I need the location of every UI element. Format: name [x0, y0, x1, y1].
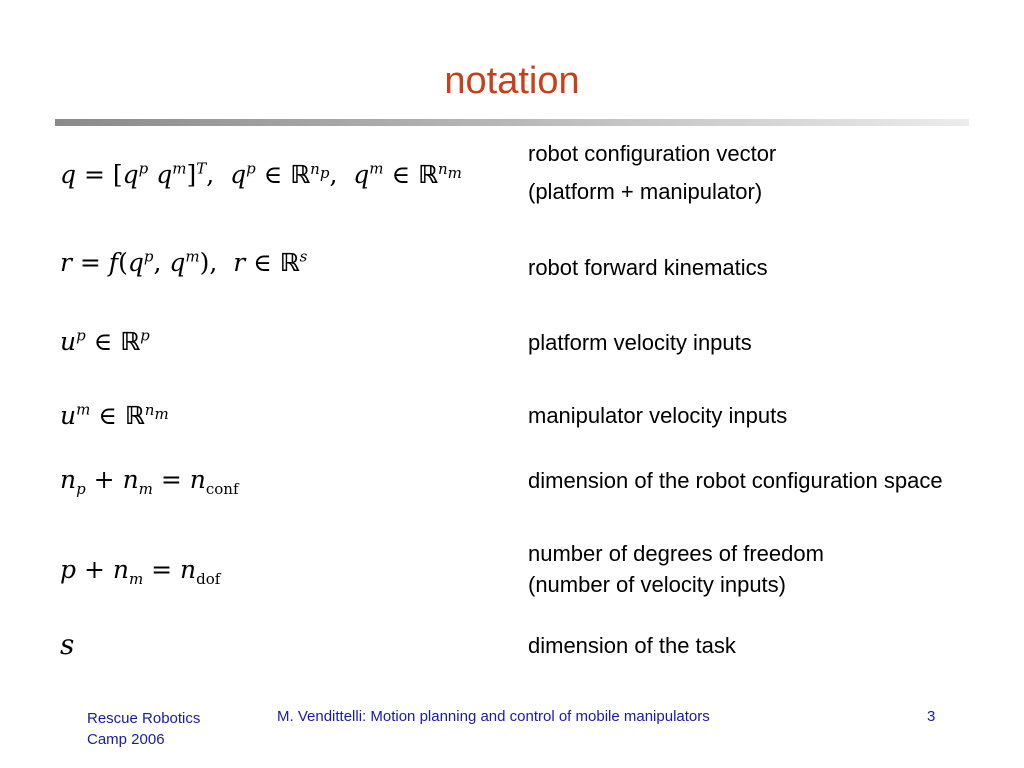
formula-platform-velocity: up ∈ ℝp	[60, 326, 150, 356]
description-platform-velocity: platform velocity inputs	[528, 327, 752, 358]
description-line: robot forward kinematics	[528, 255, 768, 280]
footer-event-line2: Camp 2006	[87, 731, 165, 748]
description-line: robot configuration vector	[528, 141, 777, 166]
footer-author-title: M. Vendittelli: Motion planning and cont…	[277, 708, 710, 725]
description-forward-kinematics: robot forward kinematics	[528, 252, 768, 283]
description-line: platform velocity inputs	[528, 330, 752, 355]
description-degrees-of-freedom: number of degrees of freedom (number of …	[528, 538, 824, 600]
formula-forward-kinematics: r = f(qp, qm), r ∈ ℝs	[60, 247, 308, 277]
title-divider	[55, 119, 969, 126]
formula-task-dimension: s	[60, 628, 75, 661]
description-line: dimension of the robot configuration spa…	[528, 468, 943, 493]
formula-degrees-of-freedom: p + nm = ndof	[60, 555, 221, 588]
description-configuration-vector: robot configuration vector (platform + m…	[528, 138, 776, 207]
description-configuration-space: dimension of the robot configuration spa…	[528, 465, 943, 496]
page-number: 3	[927, 708, 936, 725]
description-line: number of degrees of freedom	[528, 541, 824, 566]
formula-configuration-vector: q = [qp qm]T, qp ∈ ℝnp, qm ∈ ℝnm	[60, 159, 462, 189]
description-manipulator-velocity: manipulator velocity inputs	[528, 400, 787, 431]
footer-event-line1: Rescue Robotics	[87, 710, 201, 727]
formula-manipulator-velocity: um ∈ ℝnm	[60, 400, 169, 430]
formula-configuration-space: np + nm = nconf	[60, 465, 239, 498]
description-line: dimension of the task	[528, 633, 736, 658]
description-line: (platform + manipulator)	[528, 179, 763, 204]
description-line: manipulator velocity inputs	[528, 403, 788, 428]
footer-event: Rescue Robotics Camp 2006	[87, 708, 200, 750]
description-task-dimension: dimension of the task	[528, 630, 736, 661]
description-line: (number of velocity inputs)	[528, 572, 786, 597]
slide-title: notation	[444, 60, 580, 102]
